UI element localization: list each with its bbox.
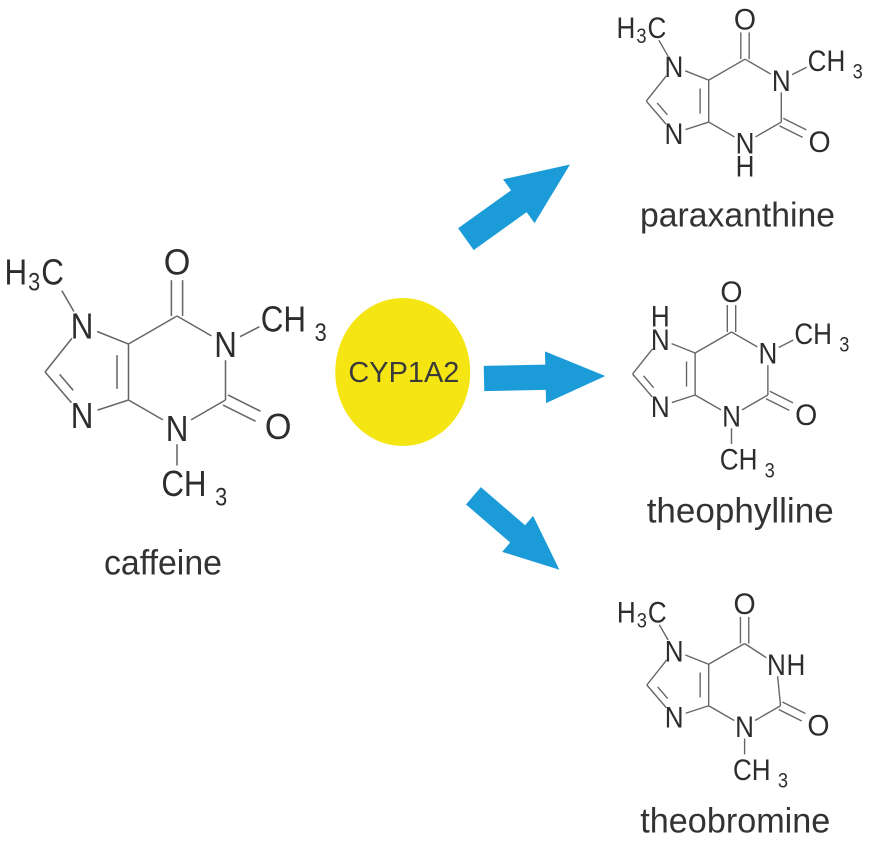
svg-text:3: 3 xyxy=(636,25,646,48)
svg-text:N: N xyxy=(736,128,755,161)
svg-text:caffeine: caffeine xyxy=(104,544,222,583)
svg-text:H: H xyxy=(617,12,636,45)
svg-text:O: O xyxy=(164,242,191,283)
svg-text:N: N xyxy=(651,324,670,357)
svg-text:N: N xyxy=(665,51,684,84)
svg-text:O: O xyxy=(734,588,756,621)
svg-text:3: 3 xyxy=(778,770,788,793)
svg-text:N: N xyxy=(166,408,189,449)
svg-text:3: 3 xyxy=(853,61,863,84)
svg-text:O: O xyxy=(720,276,742,309)
svg-text:3: 3 xyxy=(215,483,227,511)
svg-text:C: C xyxy=(41,252,64,293)
svg-text:C: C xyxy=(648,597,667,630)
svg-text:O: O xyxy=(808,126,830,159)
svg-text:O: O xyxy=(265,406,292,447)
svg-text:H: H xyxy=(786,649,805,682)
svg-text:N: N xyxy=(214,324,237,365)
svg-text:O: O xyxy=(795,399,817,432)
svg-text:H: H xyxy=(617,597,636,630)
svg-text:3: 3 xyxy=(765,460,775,483)
svg-text:3: 3 xyxy=(28,268,40,296)
svg-text:N: N xyxy=(767,649,786,682)
svg-text:O: O xyxy=(734,3,756,36)
svg-text:H: H xyxy=(5,252,28,293)
svg-text:N: N xyxy=(772,65,791,98)
svg-text:3: 3 xyxy=(315,319,327,347)
svg-text:H: H xyxy=(651,300,670,333)
svg-text:N: N xyxy=(735,711,754,744)
svg-text:N: N xyxy=(758,338,777,371)
svg-text:CYP1A2: CYP1A2 xyxy=(348,357,459,389)
svg-text:N: N xyxy=(665,702,684,735)
svg-text:CH: CH xyxy=(161,463,206,504)
svg-text:3: 3 xyxy=(637,609,647,632)
svg-text:H: H xyxy=(736,150,755,183)
svg-text:N: N xyxy=(651,391,670,424)
svg-text:theobromine: theobromine xyxy=(640,802,830,841)
svg-text:N: N xyxy=(71,395,94,436)
svg-text:CH: CH xyxy=(720,444,758,477)
svg-text:N: N xyxy=(665,118,684,151)
svg-text:3: 3 xyxy=(839,334,849,357)
svg-text:O: O xyxy=(807,709,829,742)
svg-text:N: N xyxy=(71,305,94,346)
svg-text:N: N xyxy=(722,401,741,434)
svg-text:CH: CH xyxy=(808,45,846,78)
svg-text:CH: CH xyxy=(733,754,771,787)
svg-text:CH: CH xyxy=(794,318,832,351)
svg-text:paraxanthine: paraxanthine xyxy=(640,197,835,235)
svg-text:CH: CH xyxy=(261,299,306,340)
svg-text:C: C xyxy=(648,12,667,45)
svg-text:theophylline: theophylline xyxy=(647,492,834,531)
svg-text:N: N xyxy=(665,635,684,668)
